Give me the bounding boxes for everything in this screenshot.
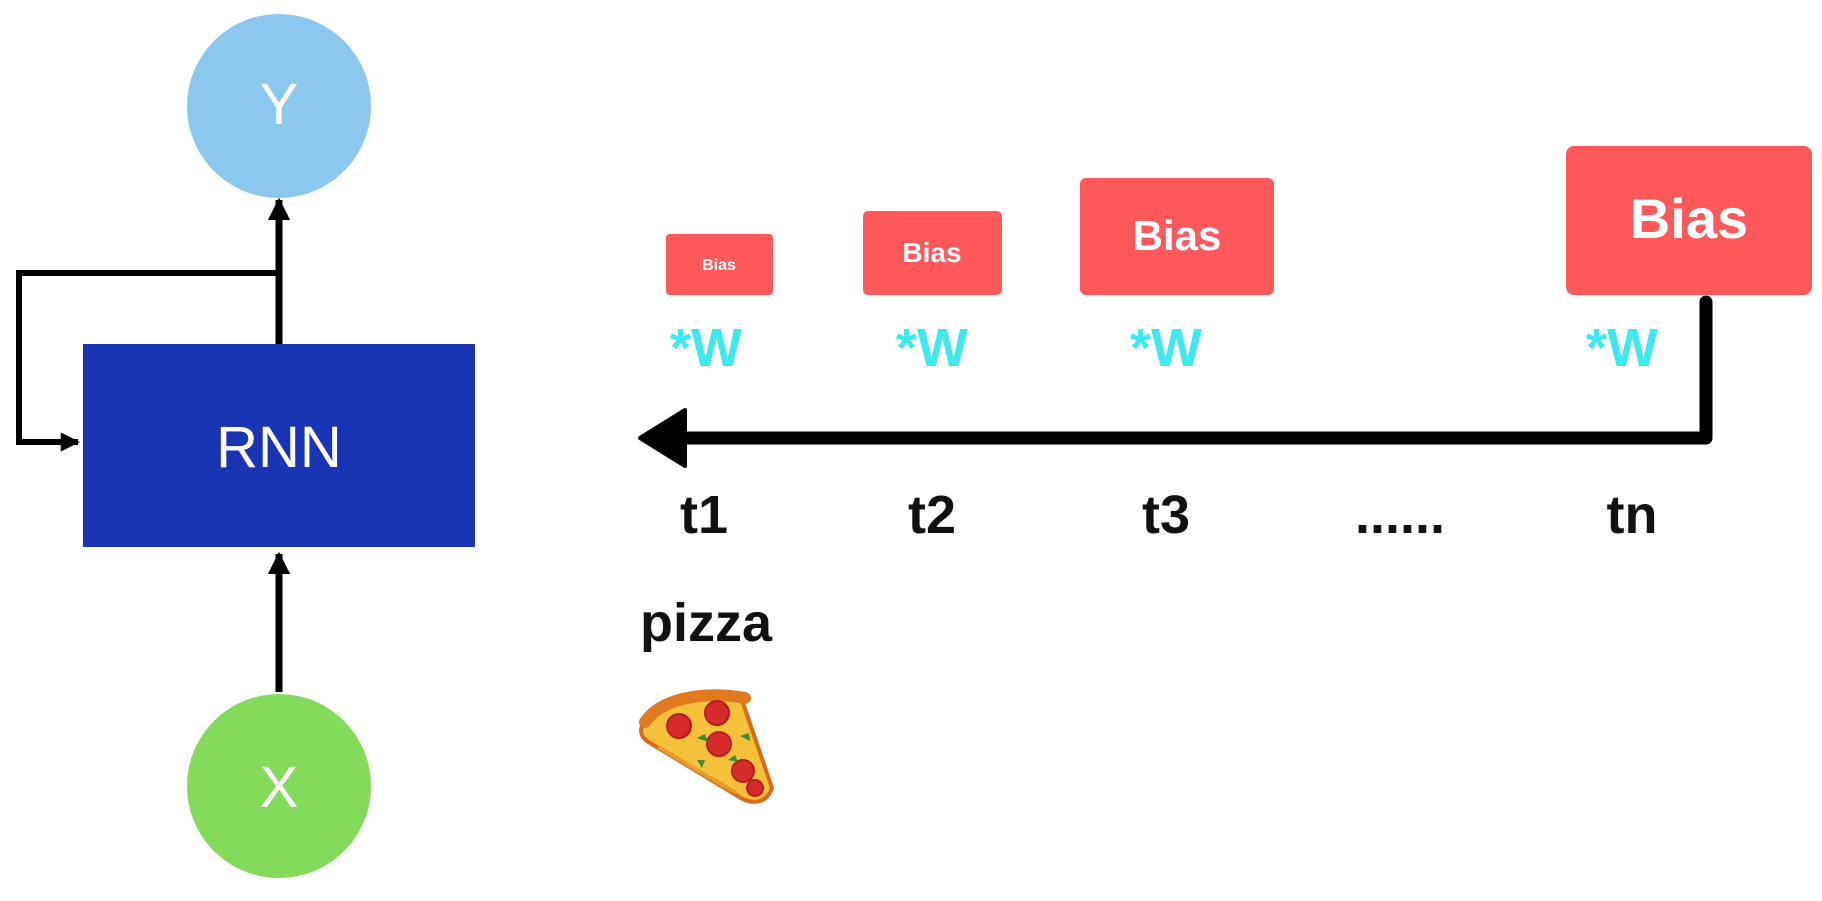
- weight-label-1: *W: [670, 318, 742, 378]
- bias-box-1: Bias: [666, 234, 773, 295]
- timeline-arrow-line: [681, 295, 1713, 445]
- bias-box-2: Bias: [863, 211, 1002, 295]
- weight-label-2: *W: [896, 318, 968, 378]
- rnn-cell: RNN: [83, 344, 475, 547]
- rnn-cell-box: [83, 344, 475, 547]
- output-node-label: Y: [260, 72, 299, 137]
- rnn-cell-label: RNN: [216, 415, 342, 480]
- bias-box-1-label: Bias: [702, 257, 736, 274]
- output-node-y: Y: [187, 14, 371, 198]
- bias-box-3: Bias: [1080, 178, 1274, 295]
- weight-label-n: *W: [1586, 318, 1658, 378]
- recurrent-loop-arrow: [16, 270, 279, 452]
- bias-box-3-rect: [1080, 178, 1274, 295]
- bias-box-n-label: Bias: [1630, 187, 1748, 250]
- time-step-t3: t3: [1142, 485, 1190, 545]
- pizza-slice-icon: [639, 689, 774, 804]
- bias-box-1-rect: [666, 234, 773, 295]
- timeline-arrow-head: [638, 408, 687, 468]
- input-word-label: pizza: [640, 593, 773, 653]
- bias-box-2-rect: [863, 211, 1002, 295]
- input-node-label: X: [260, 755, 299, 820]
- input-node-circle: [187, 694, 371, 878]
- input-node-x: X: [187, 694, 371, 878]
- time-step-tn: tn: [1607, 485, 1658, 545]
- time-step-t1: t1: [680, 485, 728, 545]
- time-step-t2: t2: [908, 485, 956, 545]
- bias-box-2-label: Bias: [902, 237, 961, 268]
- bias-box-n-rect: [1566, 146, 1812, 295]
- bias-box-n: Bias: [1566, 146, 1812, 295]
- bias-box-3-label: Bias: [1133, 212, 1222, 259]
- output-node-circle: [187, 14, 371, 198]
- time-step-ellipsis: ......: [1355, 485, 1445, 545]
- weight-label-3: *W: [1130, 318, 1202, 378]
